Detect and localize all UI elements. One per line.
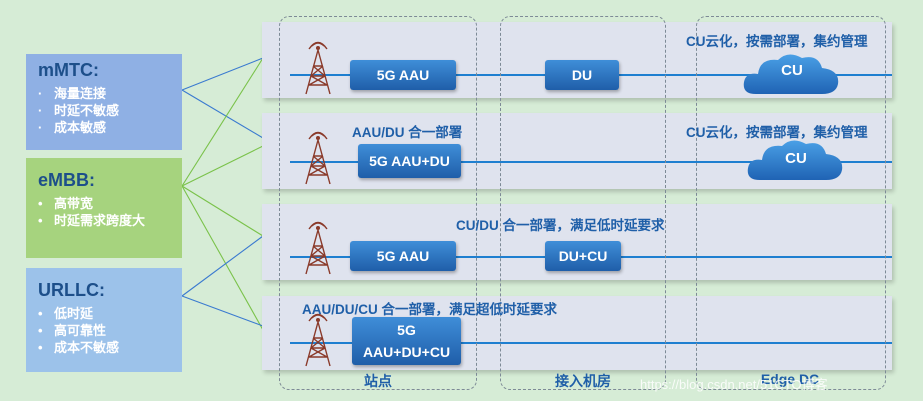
category-title: eMBB: — [38, 170, 95, 190]
category-item: ·海量连接 — [38, 86, 107, 101]
block-du: DU — [545, 60, 619, 90]
category-item: ·时延不敏感 — [38, 103, 120, 118]
transport-line — [290, 161, 892, 163]
transport-line — [290, 342, 892, 344]
watermark: https://blog.csdn.net/51CTO博客 — [640, 377, 828, 392]
connector-mmtc-row2 — [181, 89, 264, 139]
zone-label-site: 站点 — [364, 373, 392, 389]
block-5g-aau: 5G AAU — [350, 60, 456, 90]
block-line: AAU+DU+CU — [362, 344, 451, 360]
connector-mmtc-row1 — [181, 57, 264, 91]
block-du-cu: DU+CU — [545, 241, 621, 271]
category-embb: eMBB: •高带宽 •时延需求跨度大 — [26, 158, 182, 258]
category-item: ·成本敏感 — [38, 120, 107, 135]
block-5g-aau-du: 5G AAU+DU — [358, 144, 461, 178]
connector-embb-row3 — [181, 185, 264, 237]
row-note: AAU/DU/CU 合一部署，满足超低时延要求 — [302, 302, 557, 317]
category-title: mMTC: — [38, 60, 99, 80]
zone-edge-dc — [696, 16, 886, 390]
cloud-icon — [743, 54, 839, 94]
zone-site — [279, 16, 477, 390]
block-line: 5G — [397, 322, 416, 338]
antenna-tower-icon — [305, 313, 331, 367]
category-item: •成本不敏感 — [38, 340, 120, 355]
cloud-label-cu: CU — [781, 62, 803, 79]
cloud-label-cu: CU — [785, 150, 807, 167]
antenna-tower-icon — [305, 221, 331, 275]
block-5g-aau: 5G AAU — [350, 241, 456, 271]
antenna-tower-icon — [305, 41, 331, 95]
category-urllc: URLLC: •低时延 •高可靠性 •成本不敏感 — [26, 268, 182, 372]
cloud-icon — [747, 140, 843, 180]
category-item: •高带宽 — [38, 196, 94, 211]
row-note: CU/DU 合一部署，满足低时延要求 — [456, 218, 665, 233]
category-item: •时延需求跨度大 — [38, 213, 146, 228]
zone-label-edge-dc: Edge DC — [760, 371, 820, 387]
row-note-left: AAU/DU 合一部署 — [352, 125, 463, 140]
connector-embb-row1 — [181, 57, 264, 187]
zone-access-room — [500, 16, 666, 390]
category-mmtc: mMTC: ·海量连接 ·时延不敏感 ·成本敏感 — [26, 54, 182, 150]
category-title: URLLC: — [38, 280, 105, 300]
row-note: CU云化，按需部署，集约管理 — [686, 34, 868, 49]
block-5g-aau-du-cu: 5G AAU+DU+CU — [352, 317, 461, 365]
category-item: •高可靠性 — [38, 323, 107, 338]
connector-embb-row4 — [181, 185, 264, 331]
connector-urllc-row4 — [181, 295, 264, 327]
antenna-tower-icon — [305, 131, 331, 185]
zone-label-access-room: 接入机房 — [555, 373, 611, 389]
connector-embb-row2 — [181, 145, 264, 187]
connector-urllc-row3 — [181, 235, 264, 297]
row-note: CU云化，按需部署，集约管理 — [686, 125, 868, 140]
category-item: •低时延 — [38, 306, 94, 321]
